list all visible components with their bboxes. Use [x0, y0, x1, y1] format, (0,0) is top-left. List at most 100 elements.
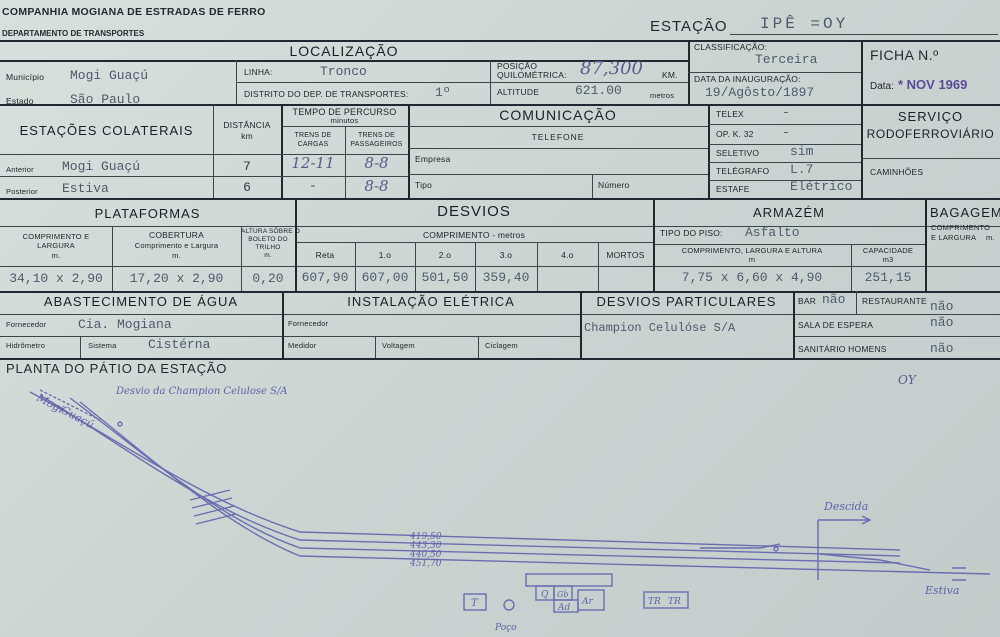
- switch-point: [773, 546, 779, 552]
- linha-label: LINHA:: [244, 67, 273, 77]
- anterior-value: Mogi Guaçú: [62, 159, 141, 174]
- telegrafo-label: TELÉGRAFO: [716, 166, 770, 176]
- capacidade-label: CAPACIDADE: [862, 246, 914, 255]
- bagagem-comp-label-2: E LARGURA: [931, 233, 977, 242]
- posterior-cargas: -: [310, 176, 316, 194]
- altura-label-2: BOLETO DO: [248, 236, 288, 243]
- agua-fornecedor-label: Fornecedor: [6, 320, 47, 329]
- station-value: IPÊ =OY: [760, 15, 849, 33]
- municipio-value: Mogi Guaçú: [70, 68, 149, 83]
- track-line: [69, 397, 901, 564]
- rule: [408, 174, 708, 175]
- track-length-1: 419,50: [409, 532, 442, 542]
- altura-label-3: TRILHO: [255, 244, 281, 251]
- classificacao-label: CLASSIFICAÇÃO:: [694, 42, 768, 52]
- opk-label: OP. K. 32: [716, 129, 754, 139]
- sanitario-label: SANITÁRIO HOMENS: [798, 344, 887, 354]
- plat-comp-label-1: COMPRIMENTO E: [22, 232, 90, 241]
- desvio-col-4: 4.o: [561, 250, 574, 260]
- rule: [708, 144, 861, 145]
- estiva-label: Estiva: [924, 584, 959, 597]
- building-gb-label: Gb: [557, 590, 569, 599]
- ficha-label: FICHA N.º: [870, 47, 939, 63]
- building-ar: [577, 589, 605, 611]
- altura-unit: m.: [264, 252, 272, 259]
- rule: [415, 242, 416, 291]
- tempo-label: TEMPO DE PERCURSO: [292, 107, 397, 117]
- rule: [0, 226, 1000, 227]
- sistema-label: Sistema: [88, 341, 117, 350]
- posterior-label: Posterior: [6, 187, 38, 196]
- bar-label: BAR: [798, 296, 817, 306]
- building-t: [463, 593, 487, 611]
- rule: [281, 104, 283, 198]
- desvio-val-2: 501,50: [421, 270, 469, 285]
- estado-label: Estado: [6, 96, 34, 106]
- armazem-dim-unit: m: [748, 255, 756, 264]
- seletivo-value: sim: [790, 144, 814, 159]
- piso-value: Asfalto: [745, 225, 800, 240]
- track-line: [39, 394, 901, 557]
- cobertura-value: 17,20 x 2,90: [129, 271, 224, 286]
- station-label: ESTAÇÃO: [650, 18, 728, 35]
- rule: [408, 148, 708, 149]
- track-length-2: 443,30: [409, 541, 442, 551]
- rule: [475, 242, 476, 291]
- track-length-3: 440,50: [409, 550, 442, 560]
- km-unit: KM.: [662, 70, 678, 80]
- passageiros-label-1: TRENS DE: [358, 132, 395, 139]
- planta-code: OY: [898, 373, 916, 387]
- piso-label: TIPO DO PISO:: [660, 228, 723, 238]
- rule: [861, 158, 1000, 159]
- descida-label: Descida: [823, 500, 868, 513]
- rule: [0, 154, 408, 155]
- rule: [861, 40, 863, 198]
- rule: [281, 126, 408, 127]
- rule: [0, 198, 1000, 200]
- plat-comp-unit: m.: [51, 251, 61, 260]
- eletrica-fornecedor-label: Fornecedor: [288, 319, 329, 328]
- sala-espera-label: SALA DE ESPERA: [798, 320, 874, 330]
- rule: [851, 244, 852, 291]
- poco-label: Poço: [494, 623, 517, 633]
- turnout: [819, 553, 931, 571]
- rule: [0, 358, 1000, 360]
- rule: [375, 336, 376, 358]
- rule: [478, 336, 479, 358]
- rule: [0, 291, 1000, 293]
- anterior-label: Anterior: [6, 165, 34, 174]
- telex-label: TELEX: [716, 109, 744, 119]
- ficha-data-value: * NOV 1969: [898, 77, 968, 92]
- particulares-value: Champion Celulóse S/A: [584, 321, 736, 335]
- rule: [236, 82, 688, 83]
- rule: [708, 104, 710, 198]
- restaurante-label: RESTAURANTE: [862, 296, 927, 306]
- rule: [295, 198, 297, 291]
- building-tr: [643, 591, 689, 609]
- rule: [0, 104, 1000, 106]
- branch-track: [39, 389, 101, 421]
- cargas-label-2: CARGAS: [297, 141, 329, 148]
- desvio-val-reta: 607,90: [301, 270, 349, 285]
- distrito-value: 1º: [435, 85, 451, 100]
- voltagem-label: Voltagem: [382, 341, 415, 350]
- crossing-hatch: [189, 489, 237, 525]
- rule: [282, 291, 284, 358]
- rule: [0, 314, 1000, 315]
- distrito-label: DISTRITO DO DEP. DE TRANSPORTES:: [244, 89, 409, 99]
- planta-title: PLANTA DO PÁTIO DA ESTAÇÃO: [6, 361, 228, 376]
- desvio-col-reta: Reta: [315, 250, 335, 260]
- rule: [345, 126, 346, 198]
- cobertura-label-2: Comprimento e Largura: [134, 241, 219, 250]
- rule: [0, 176, 408, 177]
- posicao-value: 87,300: [580, 58, 643, 79]
- tempo-unit: minutos: [330, 116, 359, 125]
- rule: [653, 244, 925, 245]
- cobertura-label-1: COBERTURA: [148, 230, 204, 240]
- desvio-col-2: 2.o: [438, 250, 452, 260]
- cobertura-unit: m.: [172, 251, 181, 260]
- capacidade-value: 251,15: [864, 270, 912, 285]
- desvio-col-3: 3.o: [499, 250, 513, 260]
- posterior-value: Estiva: [62, 181, 109, 196]
